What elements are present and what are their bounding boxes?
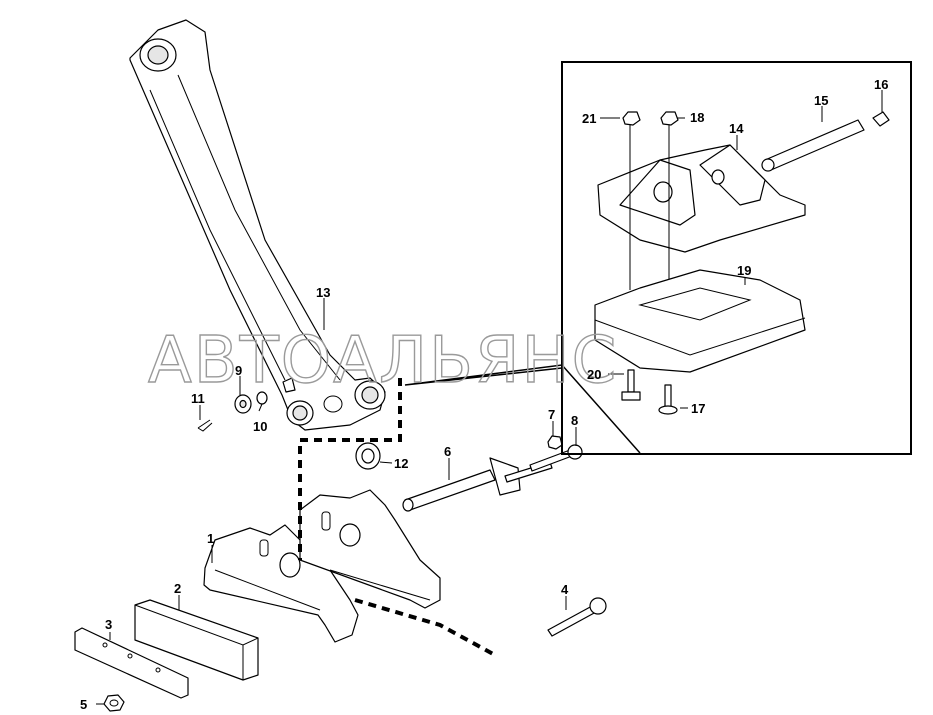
block-part-2	[134, 599, 259, 681]
pin-part-11	[197, 419, 213, 432]
washer-part-9	[234, 394, 252, 414]
callout-8: 8	[571, 413, 578, 428]
callout-21: 21	[582, 111, 596, 126]
callout-1: 1	[207, 531, 214, 546]
plate-part-3	[74, 627, 189, 699]
pin-part-6	[402, 457, 553, 512]
callout-7: 7	[548, 407, 555, 422]
callout-13: 13	[316, 285, 330, 300]
nut-part-7	[547, 435, 563, 450]
callout-16: 16	[874, 77, 888, 92]
assembly-guide-lines	[298, 378, 496, 657]
callout-11: 11	[191, 391, 205, 406]
callout-12: 12	[394, 456, 408, 471]
callout-5: 5	[80, 697, 87, 712]
callout-19: 19	[737, 263, 751, 278]
bracket-part-1	[203, 524, 359, 643]
ring-part-12	[355, 442, 381, 470]
callout-6: 6	[444, 444, 451, 459]
nut-part-5	[103, 694, 125, 712]
bolt-part-8	[529, 444, 583, 472]
callout-9: 9	[235, 363, 242, 378]
callout-15: 15	[814, 93, 828, 108]
callout-4: 4	[561, 582, 569, 597]
callout-leaders	[96, 90, 883, 705]
bolt-part-4	[547, 597, 607, 637]
callout-18: 18	[690, 110, 704, 125]
callout-10: 10	[253, 419, 267, 434]
bracket-upper	[299, 489, 441, 609]
detail-inset	[404, 61, 912, 455]
arm-part-13	[129, 19, 386, 431]
callout-14: 14	[729, 121, 744, 136]
callout-3: 3	[105, 617, 112, 632]
callout-labels: 1 2 3 4 5 6 7 8 9 10 11 12 13 14 15 16 1…	[80, 77, 888, 712]
callout-20: 20	[587, 367, 601, 382]
callout-17: 17	[691, 401, 705, 416]
callout-2: 2	[174, 581, 181, 596]
watermark-text: АВТОАЛЬЯНС	[148, 324, 618, 398]
